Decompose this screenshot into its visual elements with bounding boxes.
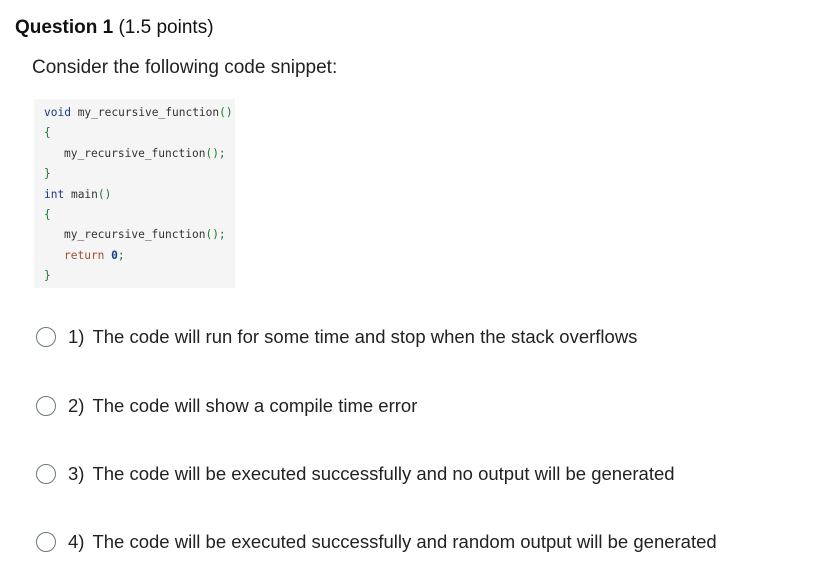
option-text: The code will be executed successfully a… [92,531,717,552]
code-brace: } [44,167,51,181]
code-line: } [44,266,235,286]
code-brace: } [44,269,51,283]
option-number: 2) [68,395,85,416]
answer-option-3[interactable]: 3) The code will be executed successfully… [36,461,675,487]
code-brace: { [44,126,51,140]
code-punctuation: () [97,187,112,201]
option-label: 4) The code will be executed successfully… [68,531,717,553]
code-function-call: my_recursive_function [64,228,206,242]
question-title: Question 1 [15,17,114,38]
option-number: 1) [68,326,85,347]
code-punctuation: (); [205,228,226,242]
code-line: my_recursive_function(); [44,144,235,164]
code-line: void my_recursive_function() [44,103,235,123]
code-number: 0 [104,248,118,262]
answer-option-1[interactable]: 1) The code will run for some time and st… [36,324,637,350]
option-text: The code will run for some time and stop… [92,326,638,347]
code-brace: { [44,207,51,221]
code-keyword: void [44,106,71,119]
code-return-keyword: return [64,248,105,262]
option-label: 1) The code will run for some time and st… [68,326,637,348]
radio-button[interactable] [36,396,56,416]
question-points: (1.5 points) [118,17,214,38]
code-line: return 0; [44,246,235,266]
code-function-call: my_recursive_function [64,146,206,160]
code-punctuation: () [219,106,233,119]
option-text: The code will show a compile time error [92,395,418,416]
code-line: int main() [44,185,235,205]
code-keyword: int [44,187,65,201]
code-punctuation: ; [117,248,125,262]
option-number: 4) [68,531,85,552]
code-punctuation: (); [205,146,226,160]
radio-button[interactable] [36,464,56,484]
question-header: Question 1 (1.5 points) [15,16,214,40]
code-snippet: void my_recursive_function() { my_recurs… [34,99,235,288]
code-line: } [44,164,235,184]
question-prompt: Consider the following code snippet: [32,57,338,78]
option-label: 2) The code will show a compile time erro… [68,395,417,417]
option-text: The code will be executed successfully a… [92,463,675,484]
code-line: { [44,123,235,143]
answer-option-2[interactable]: 2) The code will show a compile time erro… [36,393,417,419]
code-line: my_recursive_function(); [44,225,235,245]
radio-button[interactable] [36,532,56,552]
code-line: { [44,205,235,225]
answer-option-4[interactable]: 4) The code will be executed successfully… [36,529,717,555]
code-function-name: main [64,187,98,201]
option-label: 3) The code will be executed successfully… [68,463,675,485]
code-function-name: my_recursive_function [70,106,220,119]
option-number: 3) [68,463,85,484]
radio-button[interactable] [36,327,56,347]
